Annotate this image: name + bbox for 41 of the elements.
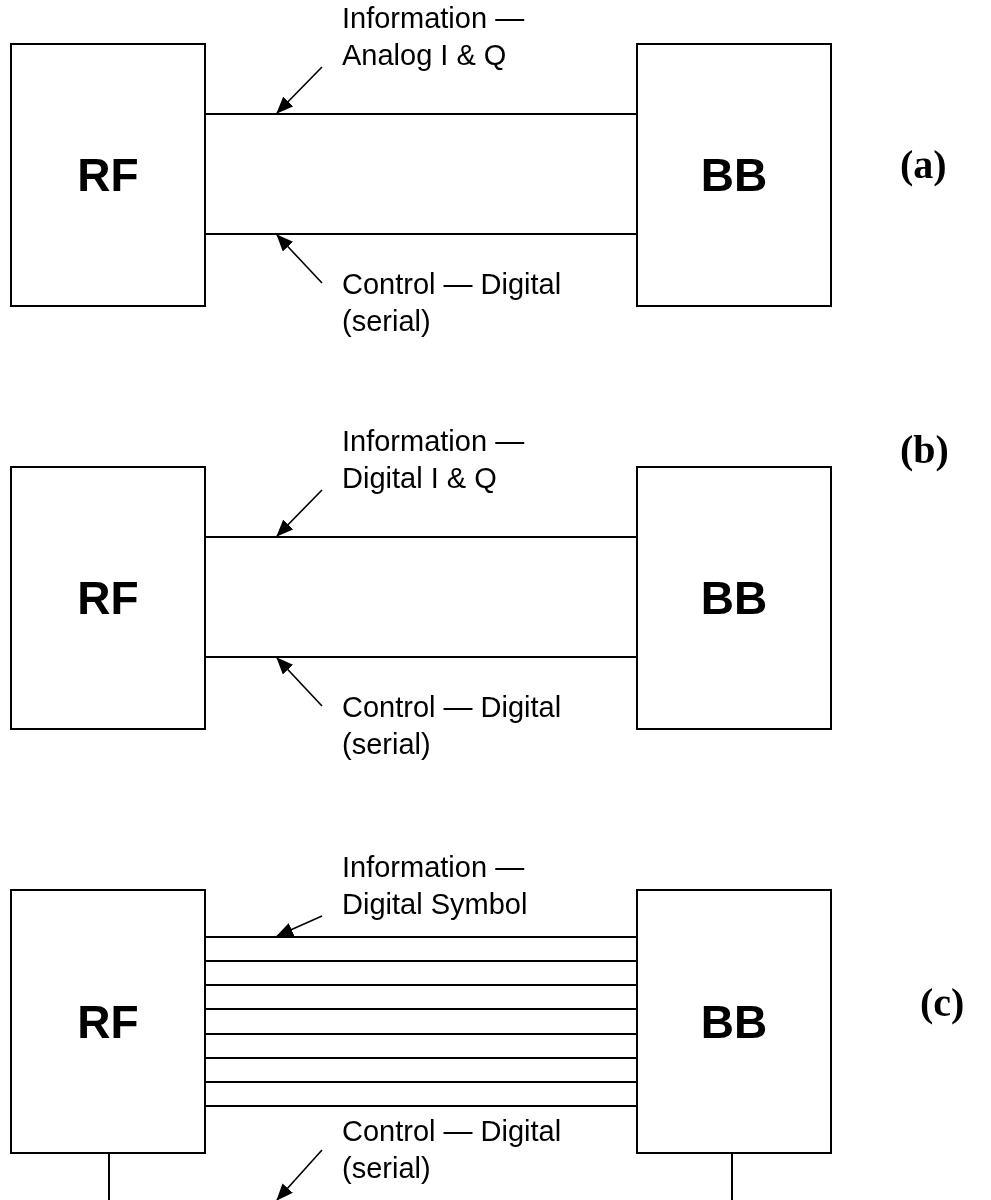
connector-line <box>205 936 637 938</box>
panel-label: (b) <box>900 430 949 470</box>
connector-line <box>205 984 637 986</box>
annotation-text: Information — Analog I & Q <box>322 0 562 74</box>
block-box <box>636 889 832 1154</box>
connector-line <box>205 536 637 538</box>
connector-line <box>205 1081 637 1083</box>
connector-line <box>731 1153 733 1200</box>
leader-line <box>276 1149 323 1200</box>
annotation-text: Control — Digital (serial) <box>322 266 562 340</box>
leader-line <box>276 234 323 284</box>
annotation-text: Control — Digital (serial) <box>322 1113 562 1187</box>
leader-line <box>276 66 323 114</box>
connector-line <box>205 233 637 235</box>
block-label: BB <box>700 998 768 1045</box>
block-box <box>10 43 206 307</box>
connector-line <box>205 1008 637 1010</box>
panel-label: (a) <box>900 145 947 185</box>
connector-line <box>205 960 637 962</box>
leader-line <box>276 489 323 537</box>
panel-label: (c) <box>920 983 965 1023</box>
annotation-text: Information — Digital I & Q <box>322 423 562 497</box>
connector-line <box>205 656 637 658</box>
block-box <box>10 889 206 1154</box>
connector-line <box>205 1105 637 1107</box>
connector-line <box>205 1033 637 1035</box>
block-label: RF <box>77 575 139 621</box>
leader-line <box>276 915 323 937</box>
connector-line <box>205 1057 637 1059</box>
block-label: RF <box>77 998 139 1045</box>
annotation-text: Information — Digital Symbol <box>322 849 562 923</box>
connector-line <box>205 113 637 115</box>
block-box <box>636 466 832 730</box>
connector-line <box>108 1153 110 1200</box>
block-box <box>10 466 206 730</box>
block-label: BB <box>700 575 768 621</box>
block-label: RF <box>77 152 139 198</box>
block-box <box>636 43 832 307</box>
annotation-text: Control — Digital (serial) <box>322 689 562 763</box>
block-label: BB <box>700 152 768 198</box>
leader-line <box>276 657 323 707</box>
